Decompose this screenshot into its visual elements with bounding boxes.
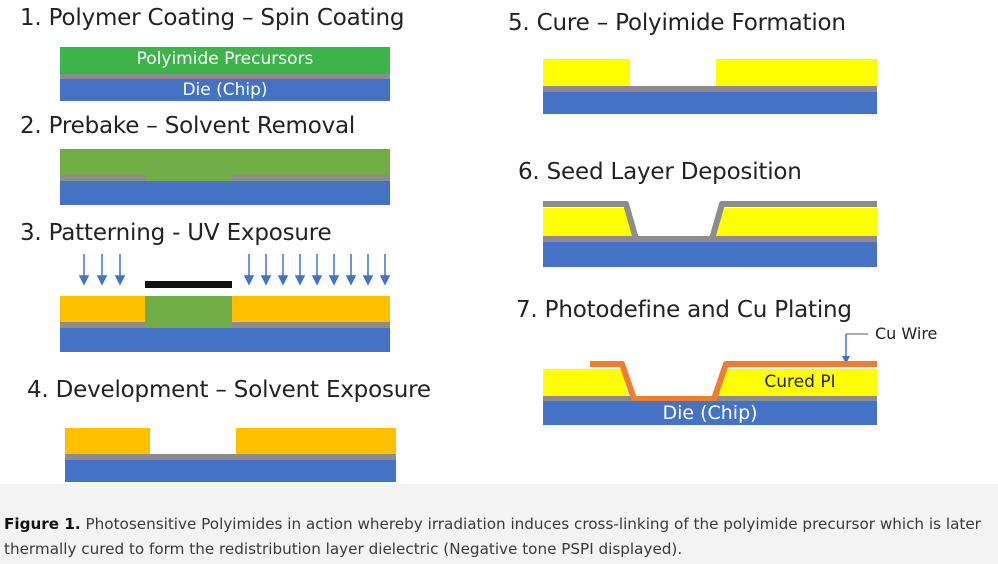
seed-layer xyxy=(543,236,877,242)
die-layer xyxy=(60,79,390,101)
uv-arrow-icon xyxy=(114,254,126,286)
figure-caption: Figure 1. Photosensitive Polyimides in a… xyxy=(0,484,998,564)
step-2-title: 2. Prebake – Solvent Removal xyxy=(20,113,356,139)
unexposed-precursor xyxy=(145,296,232,330)
cured-pi-left xyxy=(543,208,634,236)
uv-arrow-icon xyxy=(78,254,90,286)
caption-label: Figure 1. xyxy=(4,515,81,533)
copper-layer xyxy=(590,361,877,402)
step-6-title: 6. Seed Layer Deposition xyxy=(518,159,802,185)
die-layer xyxy=(60,328,390,352)
die-chip-label: Die (Chip) xyxy=(662,402,758,424)
pi-right xyxy=(236,428,396,454)
cured-pi-label: Cured PI xyxy=(764,372,836,392)
seed-layer xyxy=(60,175,145,181)
seed-layer xyxy=(543,396,877,401)
cured-pi-left xyxy=(543,369,628,396)
die-layer xyxy=(65,460,396,482)
step-7-title: 7. Photodefine and Cu Plating xyxy=(516,297,852,323)
seed-layer xyxy=(60,322,145,328)
seed-layer xyxy=(60,74,390,79)
arrow-down-icon xyxy=(842,356,850,364)
polyimide-precursor-layer xyxy=(60,47,390,74)
baked-precursor-layer xyxy=(60,149,390,175)
seed-layer xyxy=(232,175,390,181)
die-chip-label: Die (Chip) xyxy=(182,80,268,100)
exposed-pi-right xyxy=(232,296,390,322)
die-layer xyxy=(543,401,877,425)
uv-arrow-icon xyxy=(260,254,272,286)
cured-pi-left xyxy=(543,59,630,86)
cured-pi-right xyxy=(712,208,877,236)
step-4-title: 4. Development – Solvent Exposure xyxy=(27,377,431,403)
caption-body: Photosensitive Polyimides in action wher… xyxy=(4,515,981,558)
step-3-title: 3. Patterning - UV Exposure xyxy=(20,220,332,246)
die-layer xyxy=(543,92,877,114)
uv-arrow-icon xyxy=(311,254,323,286)
cu-plating-profile xyxy=(543,333,877,402)
uv-arrow-icon xyxy=(362,254,374,286)
uv-arrow-icon xyxy=(328,254,340,286)
caption-text: Figure 1. Photosensitive Polyimides in a… xyxy=(4,512,996,562)
seed-layer xyxy=(232,322,390,328)
uv-arrow-icon xyxy=(294,254,306,286)
seed-layer xyxy=(543,86,877,92)
uv-arrows xyxy=(78,254,391,286)
polyimide-precursors-label: Polyimide Precursors xyxy=(136,49,314,69)
process-diagram: 1. Polymer Coating – Spin Coating Polyim… xyxy=(20,5,938,482)
cured-pi-right xyxy=(716,59,877,86)
cu-wire-label: Cu Wire xyxy=(875,324,938,343)
uv-arrow-icon xyxy=(379,254,391,286)
step-5-title: 5. Cure – Polyimide Formation xyxy=(508,10,846,36)
uv-arrow-icon xyxy=(96,254,108,286)
die-layer xyxy=(60,181,390,205)
photomask xyxy=(145,281,232,288)
uv-arrow-icon xyxy=(345,254,357,286)
uv-arrow-icon xyxy=(243,254,255,286)
cured-pi-right xyxy=(716,369,877,396)
baked-precursor-fill xyxy=(145,175,232,181)
seed-layer xyxy=(65,454,396,460)
exposed-pi-left xyxy=(60,296,145,322)
die-layer xyxy=(543,242,877,267)
uv-arrow-icon xyxy=(277,254,289,286)
pi-left xyxy=(65,428,150,454)
step-1-title: 1. Polymer Coating – Spin Coating xyxy=(20,5,405,31)
